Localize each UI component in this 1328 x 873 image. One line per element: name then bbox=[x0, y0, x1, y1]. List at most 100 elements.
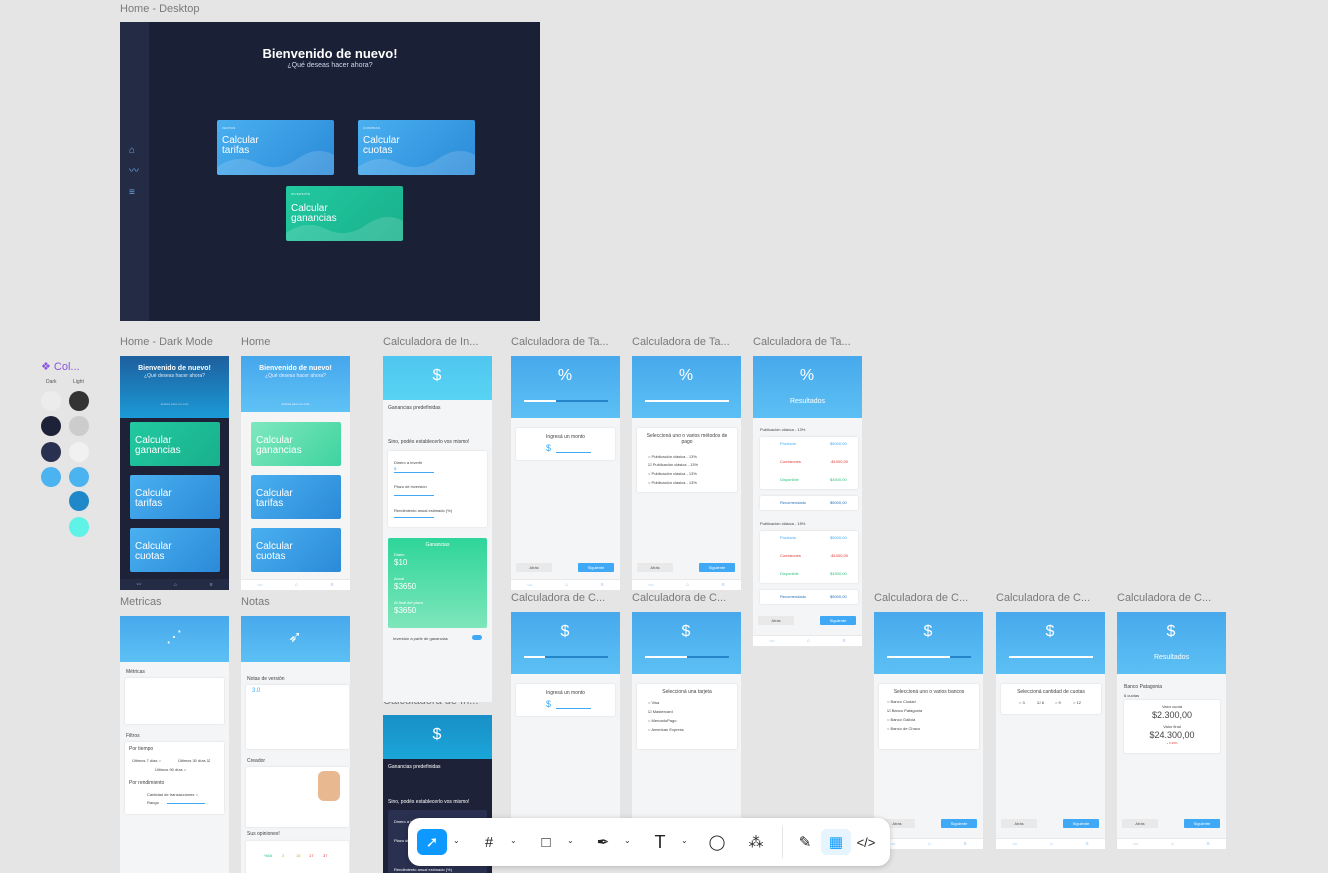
swatch-light-5[interactable] bbox=[69, 491, 89, 511]
frame-home-desktop[interactable]: ⌂ 〰 ≡ Bienvenido de nuevo! ¿Qué deseas h… bbox=[120, 22, 540, 321]
filter-option[interactable]: Cantidad de transacciones ○ bbox=[147, 792, 198, 797]
filter-option[interactable]: Últimos 30 días ☑ bbox=[178, 758, 211, 763]
option[interactable]: ○ Banco Ciudad bbox=[887, 699, 916, 704]
card-ganancias[interactable]: INVERSIÓN Calcular ganancias bbox=[286, 186, 403, 241]
chart-icon[interactable]: 〰 bbox=[769, 638, 775, 645]
swatch-light-4[interactable] bbox=[69, 467, 89, 487]
option[interactable]: ☑ Publicación clásica - 13% bbox=[648, 462, 699, 467]
home-icon[interactable]: ⌂ bbox=[174, 581, 178, 588]
frame-tarifas-metodos[interactable]: % Seleccioná uno o varios métodos de pag… bbox=[632, 356, 741, 590]
frame-label-tar2[interactable]: Calculadora de Ta... bbox=[632, 336, 730, 348]
swatch-light-2[interactable] bbox=[69, 416, 89, 436]
frame-label-inv1[interactable]: Calculadora de In... bbox=[383, 336, 479, 348]
frame-tool-icon[interactable]: # bbox=[484, 833, 494, 851]
notes-icon[interactable]: ≡ bbox=[721, 582, 725, 588]
back-button[interactable]: Atrás bbox=[637, 563, 673, 572]
card-ganancias[interactable]: Calcular ganancias bbox=[130, 422, 220, 466]
chart-icon[interactable]: 〰 bbox=[1133, 841, 1139, 848]
frame-label-cuo3[interactable]: Calculadora de C... bbox=[874, 592, 969, 604]
back-button[interactable]: Atrás bbox=[758, 616, 794, 625]
frame-label-tar1[interactable]: Calculadora de Ta... bbox=[511, 336, 609, 348]
chevron-down-icon[interactable]: ⌄ bbox=[453, 836, 460, 845]
option[interactable]: ○ Publicación clásica - 13% bbox=[648, 471, 697, 476]
option[interactable]: ○ 12 bbox=[1073, 700, 1081, 705]
back-button[interactable]: Atrás bbox=[1122, 819, 1158, 828]
swatch-light-1[interactable] bbox=[69, 391, 89, 411]
notes-icon[interactable]: ≡ bbox=[600, 582, 604, 588]
home-icon[interactable]: ⌂ bbox=[565, 582, 569, 588]
frame-tarifas-resultados[interactable]: % Resultados Publicación clásica - 13% P… bbox=[753, 356, 862, 646]
frame-cuotas-resultados[interactable]: $ Resultados Banco Patagonia 6 cuotas Va… bbox=[1117, 612, 1226, 849]
draw-mode-icon[interactable]: ✎ bbox=[798, 834, 812, 851]
text-tool-icon[interactable]: T bbox=[654, 831, 666, 852]
home-icon[interactable]: ⌂ bbox=[807, 638, 811, 644]
frame-home-light[interactable]: Bienvenido de nuevo! ¿Qué deseas hacer a… bbox=[241, 356, 350, 590]
option[interactable]: ☑ Mastercard bbox=[648, 709, 673, 714]
dev-mode-icon[interactable]: </> bbox=[856, 834, 876, 850]
frame-label-cuo1[interactable]: Calculadora de C... bbox=[511, 592, 606, 604]
option[interactable]: ○ American Express bbox=[648, 727, 684, 732]
swatch-dark-2[interactable] bbox=[41, 416, 61, 436]
frame-label-cuo5[interactable]: Calculadora de C... bbox=[1117, 592, 1212, 604]
frame-label-home[interactable]: Home bbox=[241, 336, 271, 348]
frame-cuotas-bancos[interactable]: $ Seleccioná uno o varios bancos ○ Banco… bbox=[874, 612, 983, 849]
design-mode-icon[interactable]: ▦ bbox=[821, 829, 851, 855]
chevron-down-icon[interactable]: ⌄ bbox=[681, 836, 688, 845]
actions-icon[interactable]: ⁂ bbox=[748, 834, 764, 851]
home-icon[interactable]: ⌂ bbox=[295, 582, 299, 588]
option[interactable]: ☑ 6 bbox=[1037, 700, 1044, 705]
frame-label-notas[interactable]: Notas bbox=[241, 596, 270, 608]
swatch-dark-4[interactable] bbox=[41, 467, 61, 487]
notes-icon[interactable]: ≡ bbox=[1085, 841, 1089, 847]
frame-label-desktop[interactable]: Home - Desktop bbox=[120, 3, 200, 15]
option[interactable]: ○ MercadoPago bbox=[648, 718, 677, 723]
home-icon[interactable]: ⌂ bbox=[1050, 841, 1054, 847]
notes-icon[interactable]: ≡ bbox=[209, 581, 213, 588]
next-button[interactable]: Siguiente bbox=[1184, 819, 1220, 828]
frame-label-cuo4[interactable]: Calculadora de C... bbox=[996, 592, 1091, 604]
dinero-input[interactable] bbox=[394, 472, 434, 473]
frame-label-tar3[interactable]: Calculadora de Ta... bbox=[753, 336, 851, 348]
home-icon[interactable]: ⌂ bbox=[129, 145, 136, 156]
card-cuotas[interactable]: Calcular cuotas bbox=[251, 528, 341, 572]
monto-input[interactable] bbox=[556, 708, 591, 709]
option[interactable]: ○ Banco Galicia bbox=[887, 717, 916, 722]
next-button[interactable]: Siguiente bbox=[1063, 819, 1099, 828]
rend-input[interactable] bbox=[394, 517, 434, 518]
chart-icon[interactable]: 〰 bbox=[890, 841, 896, 848]
chart-icon[interactable]: 〰 bbox=[257, 582, 263, 589]
card-tarifas[interactable]: VENTAS Calcular tarifas bbox=[217, 120, 334, 175]
chevron-down-icon[interactable]: ⌄ bbox=[510, 836, 517, 845]
colors-title[interactable]: ❖ Col... bbox=[41, 361, 80, 373]
notes-icon[interactable]: ≡ bbox=[963, 841, 967, 847]
card-ganancias[interactable]: Calcular ganancias bbox=[251, 422, 341, 466]
frame-tarifas-monto[interactable]: % Ingresá un monto $ Atrás Siguiente 〰⌂≡ bbox=[511, 356, 620, 590]
card-cuotas[interactable]: COMPRAS Calcular cuotas bbox=[358, 120, 475, 175]
option[interactable]: ○ Visa bbox=[648, 700, 660, 705]
pen-tool-icon[interactable]: ✒ bbox=[596, 834, 610, 851]
next-button[interactable]: Siguiente bbox=[820, 616, 856, 625]
notes-icon[interactable]: ≡ bbox=[129, 187, 135, 198]
frame-metricas[interactable]: ⋰ Métricas Filtros Por tiempo Últimos 7 … bbox=[120, 616, 229, 873]
card-tarifas[interactable]: Calcular tarifas bbox=[251, 475, 341, 519]
back-button[interactable]: Atrás bbox=[1001, 819, 1037, 828]
frame-label-cuo2[interactable]: Calculadora de C... bbox=[632, 592, 727, 604]
range-slider[interactable] bbox=[167, 803, 205, 804]
reinvest-toggle[interactable] bbox=[472, 635, 482, 640]
back-button[interactable]: Atrás bbox=[879, 819, 915, 828]
swatch-dark-1[interactable] bbox=[41, 391, 61, 411]
frame-notas[interactable]: ➶ Notas de versión 3.0 Creador Sus opini… bbox=[241, 616, 350, 873]
chevron-down-icon[interactable]: ⌄ bbox=[624, 836, 631, 845]
chart-icon[interactable]: 〰 bbox=[1012, 841, 1018, 848]
back-button[interactable]: Atrás bbox=[516, 563, 552, 572]
monto-input[interactable] bbox=[556, 452, 591, 453]
frame-label-dark[interactable]: Home - Dark Mode bbox=[120, 336, 213, 348]
chart-icon[interactable]: 〰 bbox=[527, 582, 533, 589]
rectangle-tool-icon[interactable]: □ bbox=[541, 833, 551, 851]
filter-option[interactable]: Últimos 7 días ○ bbox=[132, 758, 161, 763]
notes-icon[interactable]: ≡ bbox=[842, 638, 846, 644]
filter-option[interactable]: Últimos 90 días ○ bbox=[155, 767, 187, 772]
notes-icon[interactable]: ≡ bbox=[330, 582, 334, 588]
swatch-dark-3[interactable] bbox=[41, 442, 61, 462]
card-tarifas[interactable]: Calcular tarifas bbox=[130, 475, 220, 519]
